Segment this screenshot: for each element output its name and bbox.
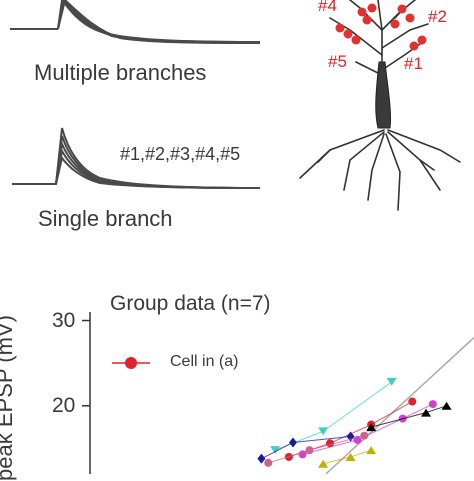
dendrite <box>381 23 429 49</box>
data-point <box>386 377 397 386</box>
data-point <box>270 446 281 455</box>
data-point <box>428 400 437 409</box>
site-dot <box>362 15 372 25</box>
data-point <box>288 437 297 448</box>
data-point <box>366 423 377 432</box>
stimulation-sites <box>335 3 427 51</box>
data-point <box>408 397 417 406</box>
site-dot <box>397 4 407 14</box>
site-dot <box>367 3 377 13</box>
site-dot <box>405 13 415 23</box>
legend <box>112 357 150 369</box>
trace-multiple <box>57 0 261 44</box>
basal-dendrite <box>343 131 385 191</box>
branch-list-label: #1,#2,#3,#4,#5 <box>120 144 241 164</box>
unity-line <box>325 337 474 475</box>
data-point <box>345 452 356 461</box>
site-dot <box>357 7 367 17</box>
basal-dendrite <box>367 133 385 201</box>
multiple-branches-label: Multiple branches <box>34 60 207 85</box>
site-dot <box>390 19 400 29</box>
series-line <box>302 403 434 455</box>
y-tick-label: 20 <box>52 393 76 417</box>
y-axis-label: peak EPSP (mV) <box>0 315 17 481</box>
data-point <box>421 408 431 417</box>
site-label-5: #5 <box>328 52 347 71</box>
legend-marker <box>125 357 137 369</box>
series-line <box>323 449 372 465</box>
site-dot <box>409 41 419 51</box>
single-branch-label: Single branch <box>38 206 173 231</box>
site-dot <box>417 35 427 45</box>
site-dot <box>335 23 345 33</box>
legend-label: Cell in (a) <box>170 353 239 370</box>
data-point <box>366 446 377 455</box>
site-label-2: #2 <box>428 7 447 26</box>
data-point <box>257 453 266 464</box>
site-dot <box>351 35 361 45</box>
chart-title: Group data (n=7) <box>110 292 271 315</box>
basal-dendrite <box>419 159 435 171</box>
soma <box>375 61 392 129</box>
basal-dendrite <box>387 129 461 163</box>
basal-dendrite <box>385 133 401 211</box>
series-group <box>264 431 369 467</box>
data-point <box>318 459 329 468</box>
data-point <box>441 401 452 410</box>
site-label-1: #1 <box>404 54 423 73</box>
basal-dendrite <box>317 149 331 163</box>
series-line <box>371 405 447 428</box>
data-point <box>264 458 273 467</box>
site-dot <box>343 29 353 39</box>
y-tick-label: 30 <box>52 308 76 332</box>
y-tick-marks <box>82 319 90 407</box>
data-series <box>257 377 452 468</box>
data-point <box>305 446 314 455</box>
multiple-branches-traces <box>10 0 261 44</box>
series-group <box>318 446 377 468</box>
series-group <box>366 401 452 432</box>
dendrite <box>349 0 383 31</box>
data-point <box>360 431 369 440</box>
single-branch-traces <box>12 127 261 189</box>
trace-single <box>55 155 261 189</box>
data-point <box>318 427 329 436</box>
site-label-4: #4 <box>318 0 337 15</box>
